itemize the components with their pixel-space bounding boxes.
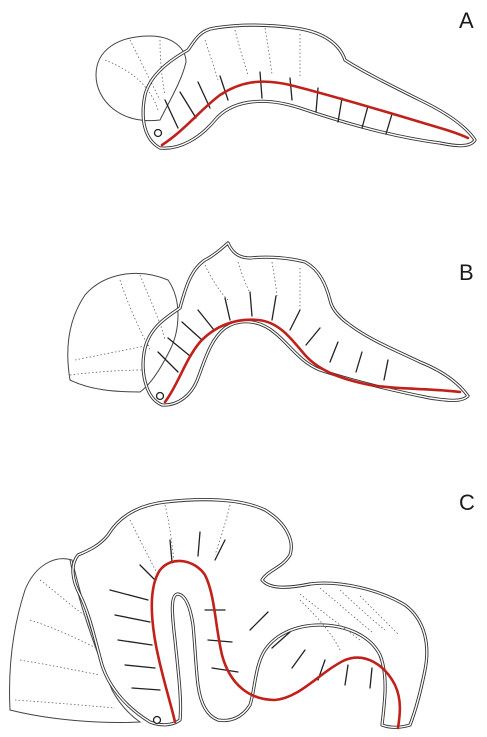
panel-b-small-circle — [157, 393, 164, 400]
panel-c-small-circle — [154, 717, 161, 724]
panel-a-drawing — [96, 25, 475, 148]
panel-a-small-circle — [155, 130, 162, 137]
panel-b-head-lobe — [68, 273, 178, 392]
panel-b-tube-outline — [143, 243, 468, 405]
panel-c-drawing — [10, 500, 427, 728]
panel-b-drawing — [68, 243, 468, 405]
panel-a-head-lobe — [96, 36, 186, 121]
